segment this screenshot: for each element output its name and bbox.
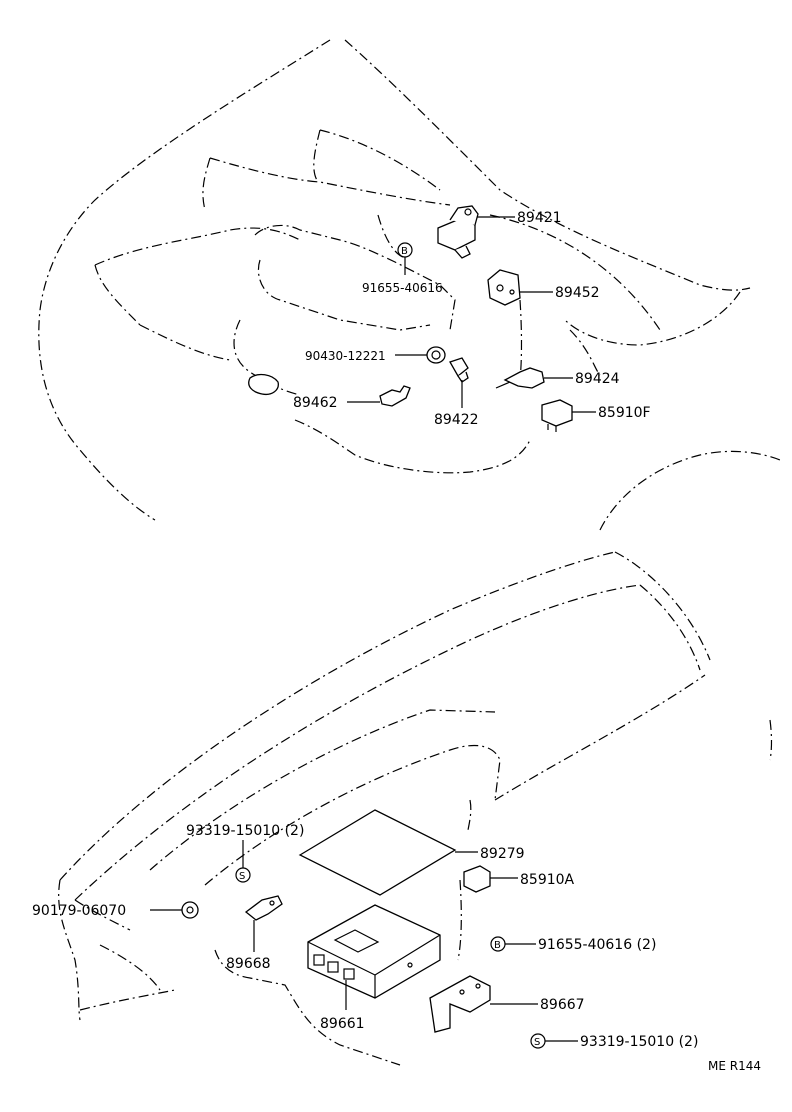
engine-bay-outline [38, 39, 781, 531]
label-89661: 89661 [320, 1016, 365, 1032]
part-90179-nut [181, 901, 199, 919]
part-89667-bracket [429, 975, 491, 1033]
label-91655-bottom: 91655-40616 (2) [538, 937, 656, 953]
label-89668: 89668 [226, 956, 271, 972]
label-89452: 89452 [555, 285, 600, 301]
part-85910F-relay [541, 399, 573, 432]
bolt-symbol-bottom: B [490, 936, 506, 952]
part-90430-washer [426, 346, 446, 364]
part-89422-sensor [449, 357, 469, 383]
svg-text:B: B [401, 246, 408, 257]
svg-text:S: S [239, 871, 245, 882]
screw-symbol-left: S [235, 867, 251, 883]
dashboard-outline [58, 551, 773, 1066]
label-89424: 89424 [575, 371, 620, 387]
part-89462-sensor [379, 385, 411, 407]
label-93319-bottom: 93319-15010 (2) [580, 1034, 698, 1050]
part-89661-ecu [307, 904, 441, 999]
label-90179: 90179-06070 [32, 903, 126, 919]
label-89667: 89667 [540, 997, 585, 1013]
screw-symbol-bottom: S [530, 1033, 546, 1049]
part-89279-pad [298, 809, 457, 896]
svg-text:S: S [534, 1037, 540, 1048]
part-85910A-relay [463, 865, 491, 893]
label-89462: 89462 [293, 395, 338, 411]
reference-code: ME R144 [708, 1059, 761, 1073]
label-89422: 89422 [434, 412, 479, 428]
part-89424-sensor [495, 367, 545, 389]
label-90430: 90430-12221 [305, 349, 386, 363]
part-89452-bracket [487, 269, 521, 306]
label-85910A: 85910A [520, 872, 575, 888]
label-93319-left: 93319-15010 (2) [186, 823, 304, 839]
bolt-symbol-top: B [397, 242, 413, 258]
label-91655-top: 91655-40616 [362, 281, 443, 295]
part-89668-bracket [244, 895, 283, 921]
part-89421-sensor [437, 205, 479, 259]
svg-text:B: B [494, 940, 501, 951]
label-89279: 89279 [480, 846, 525, 862]
label-85910F: 85910F [598, 405, 651, 421]
label-89421: 89421 [517, 210, 562, 226]
